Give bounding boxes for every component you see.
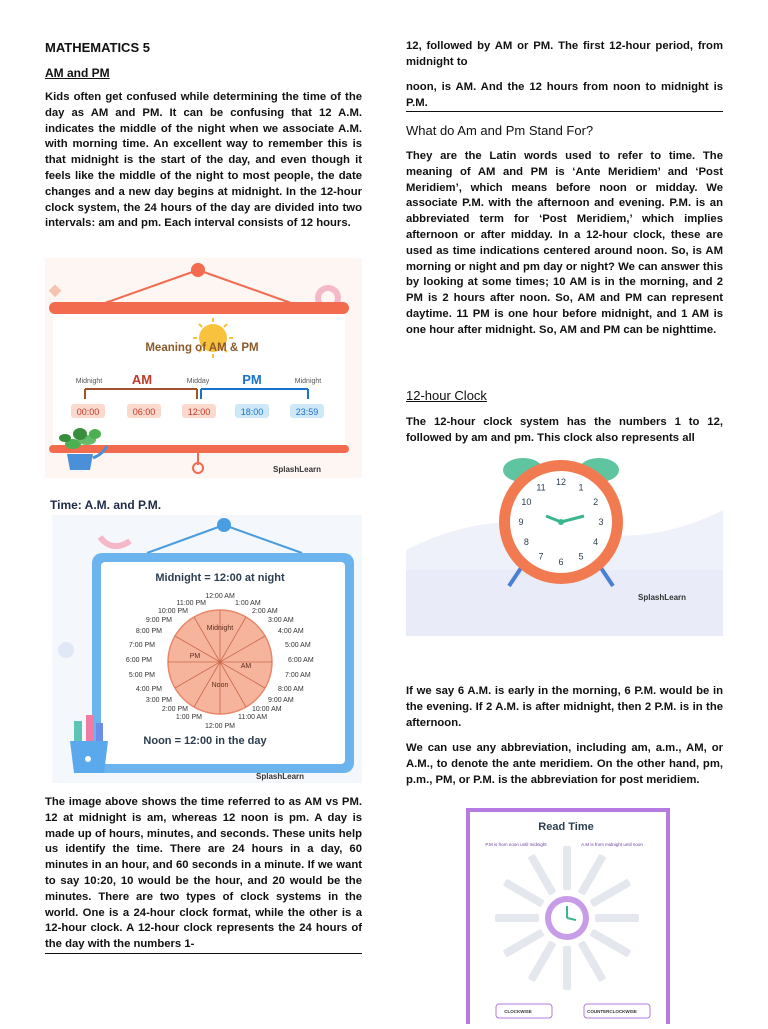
clock-number-8: 8	[524, 537, 529, 547]
time-phrase-ray	[528, 854, 556, 896]
am-time-7: 7:00 AM	[285, 672, 311, 679]
inner-noon: Noon	[212, 682, 229, 689]
time-1800: 18:00	[241, 407, 264, 417]
am-time-4: 4:00 AM	[278, 628, 304, 635]
time-0600: 06:00	[133, 407, 156, 417]
inner-midnight: Midnight	[207, 625, 234, 632]
meaning-title: Meaning of AM & PM	[145, 342, 258, 354]
twelve-hour-clock-paragraph: The 12-hour clock system has the numbers…	[406, 416, 723, 444]
time-2359: 23:59	[296, 407, 319, 417]
am-time-2: 2:00 AM	[252, 608, 278, 615]
continued-text-1: 12, followed by AM or PM. The first 12-h…	[406, 40, 723, 68]
read-time-image: Read Time P.M is from noon until midnigh…	[466, 808, 670, 1024]
clock-number-10: 10	[521, 497, 531, 507]
time-phrase-ray	[528, 940, 556, 982]
page-title: MATHEMATICS 5	[45, 40, 150, 55]
pm-time-2: 2:00 PM	[162, 706, 188, 713]
am-pm-clock-image: Midnight = 12:00 at night 12:00 AM Midni…	[52, 515, 362, 783]
clock-number-4: 4	[593, 537, 598, 547]
time-phrase-rays	[495, 846, 639, 990]
time-phrase-ray	[589, 929, 631, 957]
intro-paragraph: Kids often get confused while determinin…	[45, 91, 362, 230]
abbreviation-paragraph: We can use any abbreviation, including a…	[406, 742, 723, 786]
midday-label: Midday	[187, 378, 210, 385]
pm-time-5: 5:00 PM	[129, 672, 155, 679]
time-phrase-ray	[563, 846, 571, 890]
inner-am: AM	[241, 663, 252, 670]
am-label: AM	[132, 372, 152, 387]
section-heading-am-pm: AM and PM	[45, 66, 110, 80]
am-time-10: 10:00 AM	[252, 706, 282, 713]
pm-time-8: 8:00 PM	[136, 628, 162, 635]
time-phrase-ray	[595, 914, 639, 922]
pm-time-10: 10:00 PM	[158, 608, 188, 615]
clock-number-5: 5	[578, 552, 583, 562]
clock-number-6: 6	[558, 557, 563, 567]
time-1200: 12:00	[188, 407, 211, 417]
time-0000: 00:00	[77, 407, 100, 417]
right-top-rule	[406, 111, 723, 112]
latin-meaning-heading: What do Am and Pm Stand For?	[406, 123, 594, 138]
plant-pot-icon	[59, 428, 109, 470]
clock-number-1: 1	[578, 482, 583, 492]
time-phrase-ray	[578, 940, 606, 982]
am-note: A.M is from midnight until noon	[581, 842, 643, 847]
midnight-equation: Midnight = 12:00 at night	[155, 572, 285, 584]
pm-time-4: 4:00 PM	[136, 686, 162, 693]
am-time-8: 8:00 AM	[278, 686, 304, 693]
midnight-label: Midnight	[76, 378, 103, 385]
noon-equation: Noon = 12:00 in the day	[143, 735, 267, 747]
splashlearn-logo-2: SplashLearn	[256, 772, 304, 781]
am-time-5: 5:00 AM	[285, 642, 311, 649]
am-pm-meaning-image: Meaning of AM & PM Midnight AM Midday PM…	[45, 258, 362, 478]
clock-number-9: 9	[518, 517, 523, 527]
clock-number-11: 11	[536, 482, 545, 492]
splashlearn-logo-1: SplashLearn	[273, 465, 321, 474]
splashlearn-logo-3: SplashLearn	[638, 593, 686, 602]
clock-number-3: 3	[598, 517, 603, 527]
am-time-11: 11:00 AM	[238, 714, 267, 721]
image-caption: Time: A.M. and P.M.	[50, 498, 162, 512]
counterclockwise-label: COUNTERCLOCKWISE	[587, 1009, 637, 1014]
sun-icon	[193, 318, 233, 358]
pm-time-6: 6:00 PM	[126, 657, 152, 664]
continued-text-2: noon, is AM. And the 12 hours from noon …	[406, 81, 723, 109]
clock-number-2: 2	[593, 497, 598, 507]
am-time-1: 1:00 AM	[235, 600, 261, 607]
pm-time-9: 9:00 PM	[146, 617, 172, 624]
inner-pm: PM	[190, 653, 201, 660]
pm-time-11: 11:00 PM	[177, 600, 207, 607]
pm-time-7: 7:00 PM	[129, 642, 155, 649]
am-time-3: 3:00 AM	[268, 617, 294, 624]
midnight-label-end: Midnight	[295, 378, 322, 385]
am-time-6: 6:00 AM	[288, 657, 314, 664]
bottom-time: 12:00 PM	[205, 723, 235, 730]
pencil-cup-icon	[70, 715, 108, 773]
clock-number-7: 7	[538, 552, 543, 562]
time-phrase-ray	[495, 914, 539, 922]
am-time-9: 9:00 AM	[268, 697, 294, 704]
read-time-title: Read Time	[538, 821, 593, 833]
pm-time-1: 1:00 PM	[176, 714, 202, 721]
pm-time-3: 3:00 PM	[146, 697, 172, 704]
pm-note: P.M is from noon until midnight	[485, 842, 547, 847]
pm-label: PM	[242, 372, 262, 387]
clock-number-12: 12	[556, 477, 566, 487]
time-phrase-ray	[589, 879, 631, 907]
left-bottom-rule	[45, 953, 362, 954]
top-time: 12:00 AM	[205, 593, 235, 600]
six-am-pm-paragraph: If we say 6 A.M. is early in the morning…	[406, 685, 723, 729]
am-pm-explanation-paragraph: The image above shows the time referred …	[45, 796, 362, 951]
latin-meaning-paragraph: They are the Latin words used to refer t…	[406, 150, 723, 336]
time-phrase-ray	[563, 946, 571, 990]
clockwise-label: CLOCKWISE	[504, 1009, 532, 1014]
twelve-hour-clock-heading: 12-hour Clock	[406, 388, 487, 403]
time-phrase-ray	[503, 879, 545, 907]
time-phrase-ray	[578, 854, 606, 896]
time-phrase-ray	[503, 929, 545, 957]
